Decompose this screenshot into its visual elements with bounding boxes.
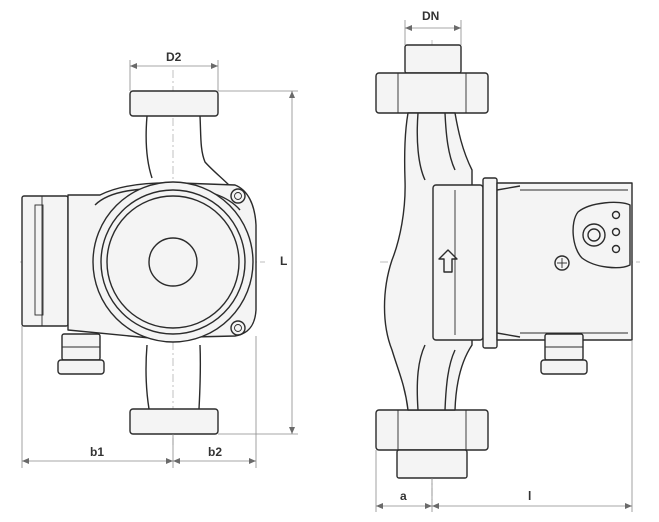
motor-body-taper — [496, 185, 521, 338]
front-screw-top-right — [230, 188, 246, 204]
screw-icon — [554, 255, 570, 271]
front-view: D2 L b1 b2 — [20, 50, 298, 468]
terminal-box-slot — [34, 204, 44, 316]
top-union-nut — [375, 72, 489, 114]
b1-arrow-left — [22, 458, 29, 464]
front-screw-bottom-right — [230, 320, 246, 336]
l-arrow-top — [289, 91, 295, 98]
top-fitting — [404, 44, 462, 74]
indicator-led-1 — [611, 210, 621, 220]
terminal-box — [21, 195, 69, 327]
l-height-label: L — [280, 254, 287, 268]
top-flange — [129, 90, 219, 117]
bottom-fitting — [396, 449, 468, 479]
pump-body-inner-left — [416, 112, 426, 411]
top-pipe-neck — [145, 115, 233, 189]
bottom-flange — [129, 408, 219, 435]
a-arrow-right — [425, 503, 432, 509]
l-arrow-bottom — [289, 427, 295, 434]
side-cable-gland-nut — [540, 359, 588, 375]
indicator-led-3 — [611, 244, 621, 254]
motor-flange-plate — [432, 184, 484, 341]
b1-arrow-right — [166, 458, 173, 464]
d2-label: D2 — [166, 50, 182, 64]
speed-selector-knob-inner — [587, 228, 601, 242]
front-screw-bottom-right-inner — [234, 324, 242, 332]
d2-arrow-left — [130, 63, 137, 69]
motor-center-plug — [148, 237, 198, 287]
dn-label: DN — [422, 9, 439, 23]
b2-arrow-right — [249, 458, 256, 464]
motor-flange-rim — [482, 177, 498, 349]
a-arrow-left — [376, 503, 383, 509]
side-view: DN a l — [375, 9, 640, 512]
bottom-pipe-neck — [145, 344, 202, 410]
front-screw-top-right-inner — [234, 192, 242, 200]
indicator-led-2 — [611, 227, 621, 237]
pump-body-inner-right — [444, 112, 456, 411]
motor-inner-ring — [106, 195, 240, 329]
up-arrow-icon — [438, 249, 458, 273]
cable-gland-nut — [57, 359, 105, 375]
b2-arrow-left — [173, 458, 180, 464]
dn-arrow-left — [405, 25, 412, 31]
b1-label: b1 — [90, 445, 104, 459]
speed-selector-knob — [582, 223, 606, 247]
l-length-label: l — [528, 489, 531, 503]
l-length-arrow-left — [432, 503, 439, 509]
a-label: a — [400, 489, 407, 503]
bottom-union-nut — [375, 409, 489, 451]
motor-middle-ring — [100, 189, 246, 335]
b2-label: b2 — [208, 445, 222, 459]
l-length-arrow-right — [625, 503, 632, 509]
dn-arrow-right — [454, 25, 461, 31]
d2-arrow-right — [211, 63, 218, 69]
